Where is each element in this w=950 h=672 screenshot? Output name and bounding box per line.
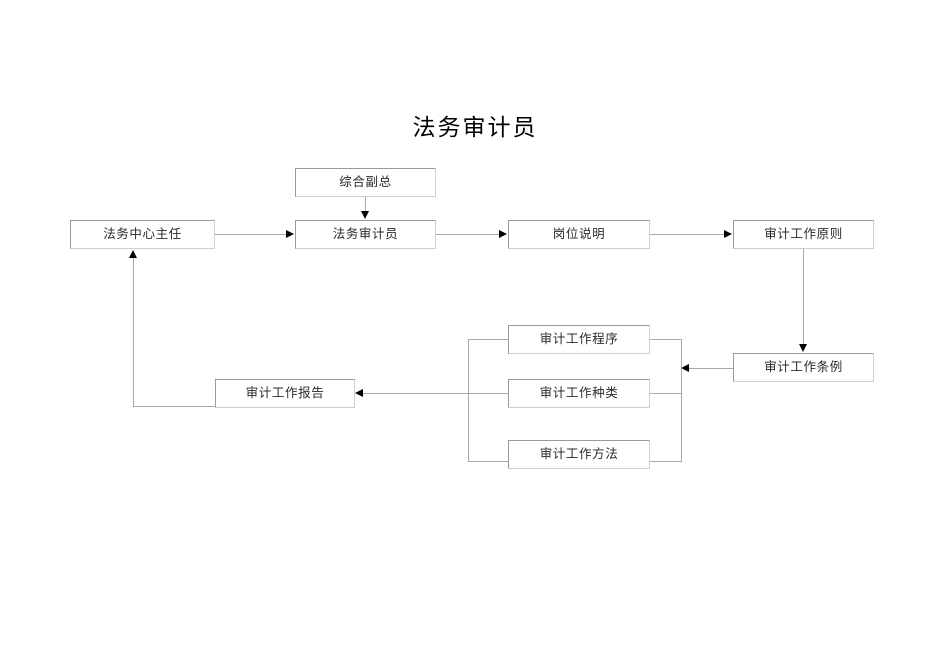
arrowhead-down-icon <box>361 211 369 219</box>
bracket-left-stub-types <box>468 393 509 394</box>
bracket-left-spine <box>468 339 469 461</box>
bracket-right-stub-procedure <box>650 339 682 340</box>
node-label: 法务审计员 <box>332 227 399 242</box>
node-audit-work-procedure[interactable]: 审计工作程序 <box>508 325 650 354</box>
arrowhead-up-icon <box>129 250 137 258</box>
node-label: 审计工作原则 <box>764 227 843 242</box>
arrowhead-right-icon <box>724 230 732 238</box>
node-job-description[interactable]: 岗位说明 <box>508 220 650 249</box>
edge-auditor-to-job-description <box>436 234 500 235</box>
bracket-left-stub-procedure <box>468 339 509 340</box>
node-audit-work-regulations[interactable]: 审计工作条例 <box>733 353 874 382</box>
bracket-right-spine <box>681 339 682 461</box>
edge-report-elbow-horizontal <box>133 406 216 407</box>
node-audit-work-types[interactable]: 审计工作种类 <box>508 379 650 408</box>
arrowhead-right-icon <box>286 230 294 238</box>
node-label: 审计工作种类 <box>539 386 619 401</box>
node-audit-work-principles[interactable]: 审计工作原则 <box>733 220 874 249</box>
node-label: 岗位说明 <box>552 227 606 242</box>
edge-job-description-to-principles <box>650 234 725 235</box>
bracket-right-stub-types <box>650 393 682 394</box>
edge-director-to-auditor <box>215 234 287 235</box>
edge-principles-to-regulations <box>803 249 804 344</box>
bracket-left-stub-methods <box>468 461 509 462</box>
node-label: 法务中心主任 <box>103 227 182 242</box>
node-general-vice-president[interactable]: 综合副总 <box>295 168 436 197</box>
node-label: 审计工作程序 <box>539 332 619 347</box>
edge-regulations-to-group <box>689 368 733 369</box>
node-label: 审计工作条例 <box>764 360 843 375</box>
node-audit-work-report[interactable]: 审计工作报告 <box>215 379 355 408</box>
node-label: 审计工作报告 <box>245 386 325 401</box>
arrowhead-down-icon <box>799 344 807 352</box>
edge-vp-to-auditor <box>365 197 366 212</box>
bracket-right-stub-methods <box>650 461 682 462</box>
page-title: 法务审计员 <box>412 114 538 140</box>
node-legal-center-director[interactable]: 法务中心主任 <box>70 220 215 249</box>
edge-report-to-director-vertical <box>133 258 134 407</box>
node-legal-auditor[interactable]: 法务审计员 <box>295 220 436 249</box>
node-label: 审计工作方法 <box>539 447 619 462</box>
arrowhead-right-icon <box>499 230 507 238</box>
arrowhead-left-icon <box>355 389 363 397</box>
node-label: 综合副总 <box>339 175 392 190</box>
node-audit-work-methods[interactable]: 审计工作方法 <box>508 440 650 469</box>
edge-group-to-report <box>363 393 469 394</box>
arrowhead-left-icon <box>681 364 689 372</box>
